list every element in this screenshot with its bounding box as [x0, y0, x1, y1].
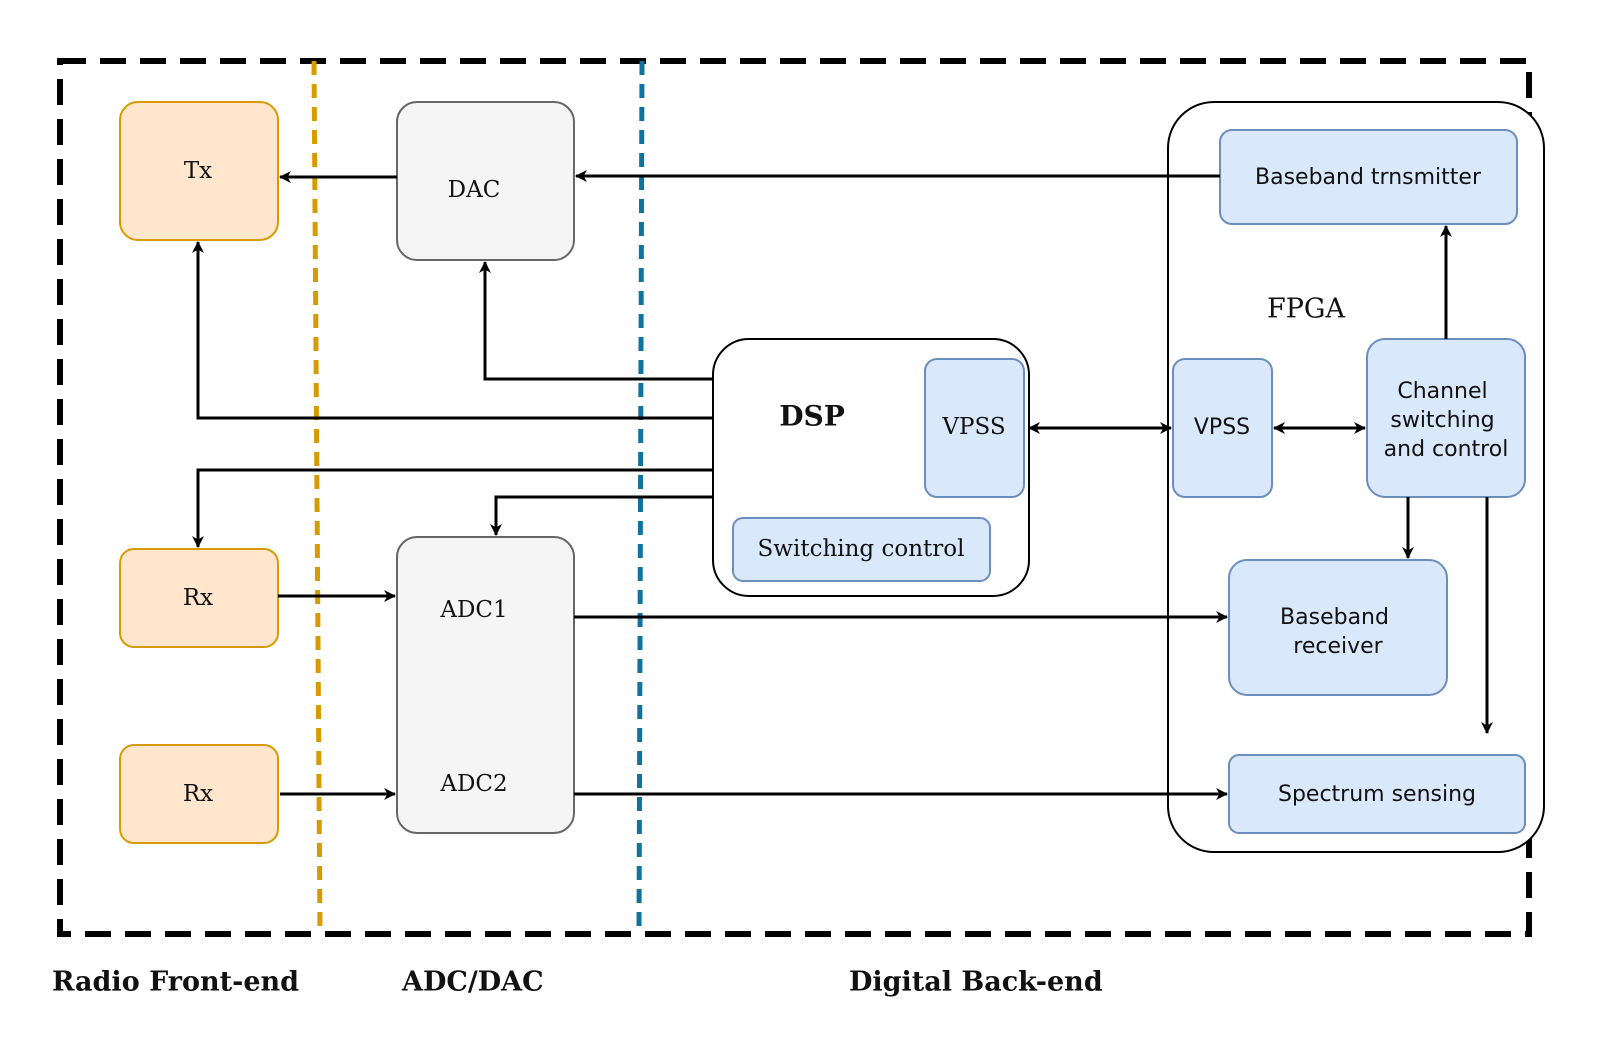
dac-block: [396, 101, 575, 261]
rx2-label: Rx: [183, 781, 213, 807]
section-radio-front-end: Radio Front-end: [52, 967, 299, 998]
section-adc-dac: ADC/DAC: [401, 967, 544, 998]
channel-switching-label: Channel switching and control: [1384, 379, 1509, 462]
adc1-label: ADC1: [439, 597, 507, 623]
baseband-receiver-block: [1228, 559, 1448, 696]
fpga-label: FPGA: [1267, 294, 1345, 325]
arrow-dsp-to-rx1: [192, 468, 713, 548]
switching-control-label: Switching control: [758, 536, 965, 562]
adc-digital-divider: [636, 60, 645, 935]
dsp-vpss-block: [924, 358, 1025, 498]
section-digital-back-end: Digital Back-end: [849, 967, 1103, 998]
tx-block: [119, 101, 279, 241]
dsp-vpss-label: VPSS: [941, 414, 1005, 440]
fpga-vpss-label: VPSS: [1194, 415, 1250, 440]
baseband-receiver-line-2: receiver: [1293, 634, 1383, 659]
radio-adc-divider: [311, 60, 323, 935]
rx1-block: [119, 548, 279, 648]
channel-switching-line-1: Channel: [1397, 379, 1487, 404]
spectrum-sensing-block: [1228, 754, 1526, 834]
spectrum-sensing-label: Spectrum sensing: [1278, 782, 1476, 807]
channel-switching-line-2: switching: [1390, 408, 1494, 433]
baseband-receiver-label: Baseband receiver: [1280, 605, 1396, 659]
adc2-label: ADC2: [439, 771, 507, 797]
switching-control-block: [732, 517, 991, 582]
arrow-dsp-to-dac: [479, 261, 713, 381]
baseband-transmitter-label: Baseband trnsmitter: [1255, 165, 1482, 190]
adc-block: [396, 536, 575, 834]
dac-label: DAC: [448, 177, 501, 203]
arrow-dsp-to-adc: [490, 495, 713, 536]
fpga-vpss-block: [1172, 358, 1273, 498]
rx2-block: [119, 744, 279, 844]
dsp-label: DSP: [779, 400, 845, 433]
baseband-receiver-line-1: Baseband: [1280, 605, 1389, 630]
tx-label: Tx: [184, 158, 212, 184]
arrow-dsp-to-tx: [192, 241, 713, 420]
rx1-label: Rx: [183, 585, 213, 611]
channel-switching-line-3: and control: [1384, 437, 1509, 462]
